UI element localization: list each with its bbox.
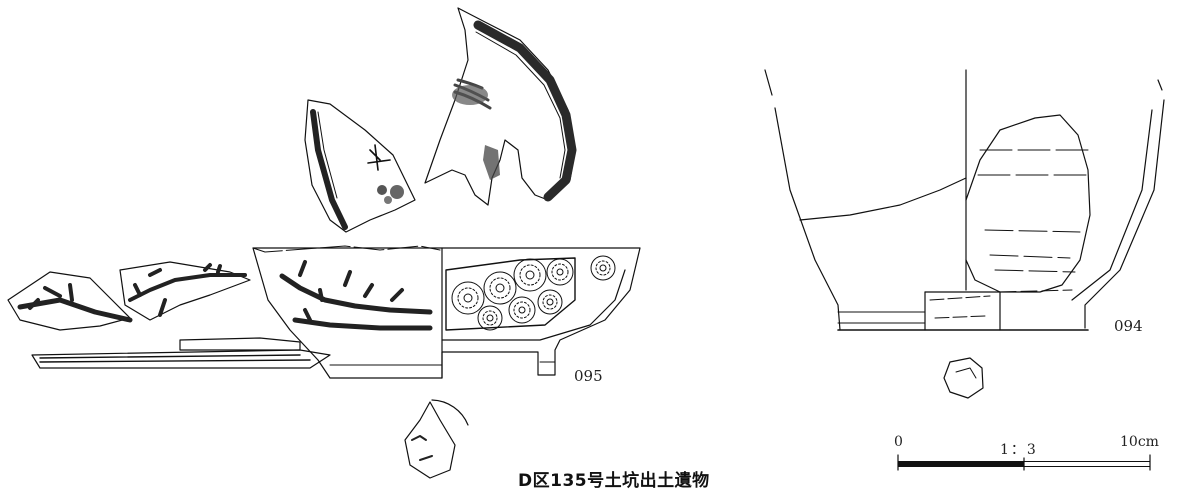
scale-bar: [897, 454, 1151, 471]
base-fragment: [404, 399, 469, 479]
scale-end-label: 10cm: [1120, 434, 1159, 450]
sherd-fragment-small: [304, 99, 416, 233]
figure-caption: D区135号土坑出土遺物: [518, 471, 710, 490]
artifact-095-bowl: [7, 245, 641, 379]
artifact-094-label: 094: [1114, 317, 1143, 335]
artifact-095-label: 095: [574, 367, 603, 385]
scale-ratio-label: 1：3: [1000, 442, 1038, 458]
chrysanthemum-pattern: [445, 255, 616, 331]
scale-start-label: 0: [894, 434, 903, 450]
artifact-094-jar: [764, 69, 1165, 399]
sherd-fragment-large: [424, 7, 577, 206]
